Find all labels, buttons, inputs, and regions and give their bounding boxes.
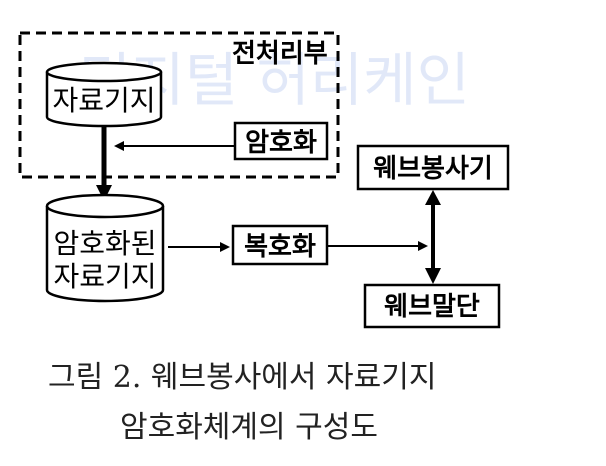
- link-server-terminal-head-up: [425, 190, 441, 205]
- web-server-box: [356, 144, 510, 191]
- encrypted-store-cylinder: [45, 193, 165, 303]
- web-server-label: 웨브봉사기: [373, 154, 493, 184]
- preprocess-group-frame: [18, 31, 340, 179]
- preprocess-group-label: 전처리부: [232, 39, 328, 69]
- web-terminal-label: 웨브말단: [384, 292, 480, 322]
- encrypted-store-label-line2: 자료기지: [53, 260, 156, 293]
- web-terminal-box: [363, 283, 501, 329]
- caption-line2: 암호화체계의 구성도: [120, 410, 378, 445]
- decrypt-label: 복호화: [244, 232, 316, 262]
- encrypted-store-label-line1: 암호화된: [53, 227, 156, 260]
- arrow-store-to-encrypted-head: [96, 185, 112, 201]
- decrypt-box: [231, 224, 329, 266]
- data-store-label: 자료기지: [52, 84, 155, 117]
- data-store-cylinder: [45, 61, 163, 128]
- encrypt-label: 암호화: [245, 128, 317, 158]
- link-server-terminal-head-down: [425, 268, 441, 284]
- encrypt-box: [233, 121, 329, 161]
- caption-line1: 그림 2. 웨브봉사에서 자료기지: [48, 360, 436, 395]
